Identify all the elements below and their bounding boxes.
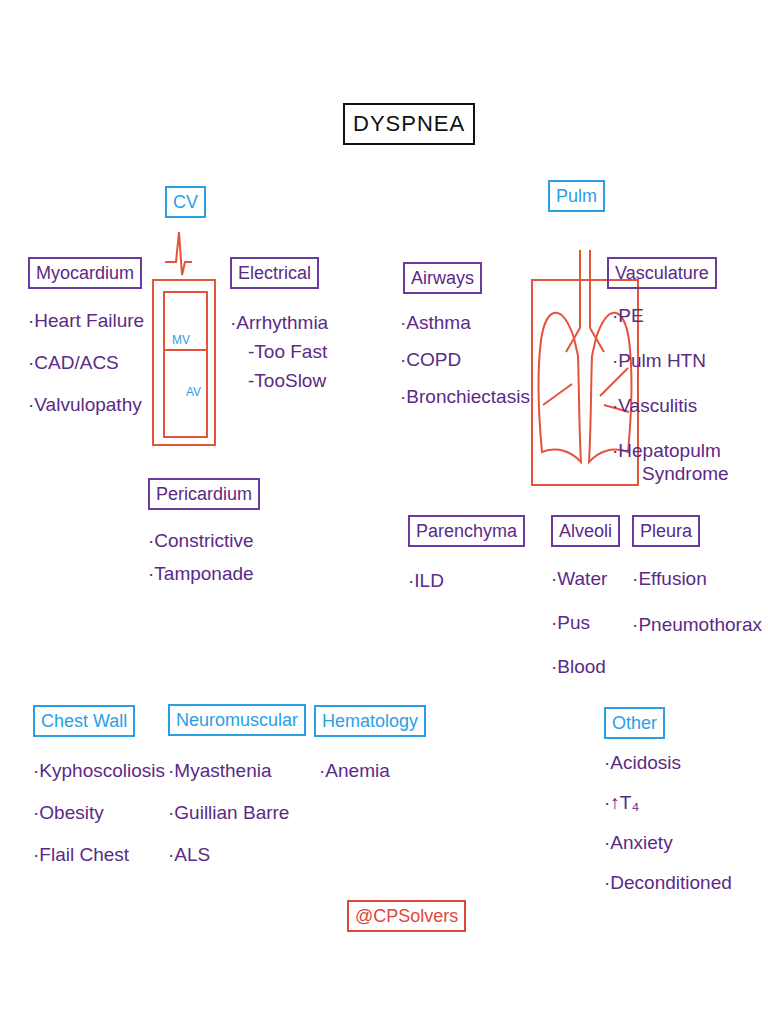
- subcategory-box: Vasculature·PE·Pulm HTN·Vasculitis·Hepat…: [607, 257, 717, 289]
- list-item: ·Anemia: [319, 760, 390, 783]
- box-heading: Neuromuscular: [168, 704, 306, 736]
- heart-outer: [153, 280, 215, 445]
- list-item: ·COPD: [400, 349, 461, 372]
- box-heading: Chest Wall: [33, 705, 135, 737]
- category-box: Neuromuscular·Myasthenia·Guillian Barre·…: [168, 704, 306, 736]
- category-box: Chest Wall·Kyphoscoliosis·Obesity·Flail …: [33, 705, 135, 737]
- list-item: ·Bronchiectasis: [400, 386, 530, 409]
- list-item: ·Heart Failure: [28, 310, 144, 333]
- list-item: ·PE: [612, 305, 644, 328]
- list-item: ·Blood: [551, 656, 606, 679]
- list-item: ·Vasculitis: [612, 395, 697, 418]
- list-item: ·ALS: [168, 844, 210, 867]
- subcategory-box: Pleura·Effusion·Pneumothorax: [632, 515, 700, 547]
- list-item: ·Pulm HTN: [612, 350, 706, 373]
- list-item: ·Constrictive: [148, 530, 254, 553]
- list-item: ·CAD/ACS: [28, 352, 119, 375]
- list-item: ·Anxiety: [604, 832, 673, 855]
- valve-label: MV: [172, 333, 190, 347]
- diagram-title: DYSPNEA: [343, 103, 475, 145]
- list-item: ·Deconditioned: [604, 872, 732, 895]
- right-lung: [589, 313, 632, 462]
- box-heading: CV: [165, 186, 206, 218]
- list-item: ·Arrhythmia: [230, 312, 328, 335]
- subcategory-box: Pericardium·Constrictive·Tamponade: [148, 478, 260, 510]
- box-heading: Hematology: [314, 705, 426, 737]
- left-lung: [538, 313, 581, 462]
- fissure: [543, 384, 572, 405]
- subcategory-box: Myocardium·Heart Failure·CAD/ACS·Valvulo…: [28, 257, 142, 289]
- subcategory-box: Parenchyma·ILD: [408, 515, 525, 547]
- box-heading: Myocardium: [28, 257, 142, 289]
- list-item: ·Effusion: [632, 568, 707, 591]
- list-item: ·Hepatopulm Syndrome: [612, 440, 762, 486]
- trachea: [589, 250, 591, 328]
- list-item: ·Pneumothorax: [632, 614, 762, 637]
- box-heading: Airways: [403, 262, 482, 294]
- heart-inner: [164, 292, 207, 437]
- list-item: ·Asthma: [400, 312, 471, 335]
- list-item: ·Valvulopathy: [28, 394, 142, 417]
- list-item: -Too Fast: [248, 341, 327, 364]
- list-item: ·Obesity: [33, 802, 104, 825]
- subcategory-box: Electrical·Arrhythmia-Too Fast-TooSlow: [230, 257, 319, 289]
- valve-line: [164, 349, 207, 351]
- list-item: ·ILD: [408, 570, 444, 593]
- trachea: [579, 250, 581, 328]
- credit-box: @CPSolvers: [347, 900, 466, 932]
- box-heading: Pericardium: [148, 478, 260, 510]
- list-item: ·↑T₄: [604, 792, 639, 815]
- box-heading: Electrical: [230, 257, 319, 289]
- list-item: ·Flail Chest: [33, 844, 129, 867]
- subcategory-box: Alveoli·Water·Pus·Blood: [551, 515, 620, 547]
- list-item: -TooSlow: [248, 370, 326, 393]
- category-box: CV: [165, 186, 206, 218]
- box-heading: Parenchyma: [408, 515, 525, 547]
- box-heading: Vasculature: [607, 257, 717, 289]
- valve-label: AV: [186, 385, 201, 399]
- list-item: ·Pus: [551, 612, 590, 635]
- category-box: Hematology·Anemia: [314, 705, 426, 737]
- list-item: ·Tamponade: [148, 563, 254, 586]
- heart-icon: [153, 232, 215, 445]
- category-box: Other·Acidosis·↑T₄·Anxiety·Deconditioned: [604, 707, 665, 739]
- subcategory-box: Airways·Asthma·COPD·Bronchiectasis: [403, 262, 482, 294]
- ecg-spike: [165, 232, 192, 275]
- list-item: ·Water: [551, 568, 607, 591]
- box-heading: @CPSolvers: [347, 900, 466, 932]
- category-box: Pulm: [548, 180, 605, 212]
- box-heading: Pulm: [548, 180, 605, 212]
- box-heading: Other: [604, 707, 665, 739]
- list-item: ·Kyphoscoliosis: [33, 760, 165, 783]
- list-item: ·Acidosis: [604, 752, 681, 775]
- list-item: ·Guillian Barre: [168, 802, 289, 825]
- box-heading: Pleura: [632, 515, 700, 547]
- box-heading: Alveoli: [551, 515, 620, 547]
- list-item: ·Myasthenia: [168, 760, 272, 783]
